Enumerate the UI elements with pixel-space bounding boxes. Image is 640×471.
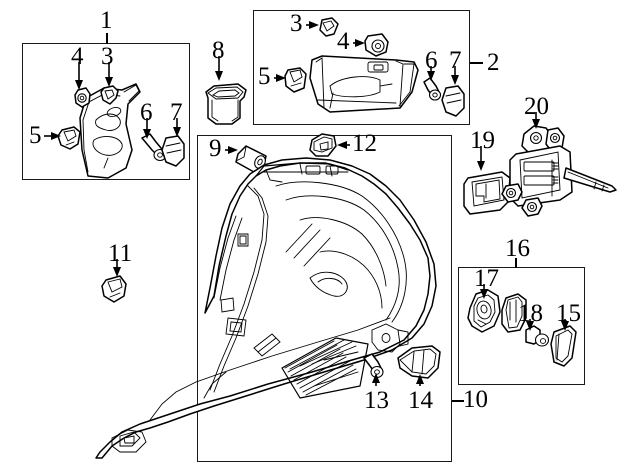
group-box-2: [253, 10, 470, 125]
callout-label-6-box1: 6: [140, 99, 153, 126]
callout-label-7-box1: 7: [170, 99, 183, 126]
callout-label-3-box2: 3: [290, 10, 303, 37]
callout-label-5-box2: 5: [258, 63, 271, 90]
callout-label-20: 20: [524, 93, 549, 120]
part-20-retractor: [502, 126, 616, 216]
callout-label-14: 14: [408, 387, 433, 414]
callout-label-2: 2: [487, 49, 500, 76]
leader-group-16: [515, 258, 517, 268]
callout-label-10: 10: [463, 386, 488, 413]
callout-label-7-box2: 7: [449, 47, 462, 74]
callout-label-13: 13: [364, 387, 389, 414]
callout-label-8: 8: [212, 37, 225, 64]
leader-group-1: [106, 33, 108, 44]
callout-label-4-box2: 4: [337, 28, 350, 55]
callout-label-16: 16: [505, 235, 530, 262]
group-box-16: [458, 267, 585, 385]
part-8-cup-holder: [206, 84, 246, 124]
callout-label-4-box1: 4: [71, 43, 84, 70]
callout-label-15: 15: [556, 300, 581, 327]
part-19-access-bezel: [464, 172, 510, 214]
callout-label-11: 11: [108, 240, 133, 267]
callout-label-6-box2: 6: [425, 47, 438, 74]
callout-label-1: 1: [100, 7, 113, 34]
leader-group-2: [470, 62, 483, 64]
callout-label-17: 17: [474, 265, 499, 292]
callout-label-19: 19: [470, 127, 495, 154]
callout-label-3-box1: 3: [101, 43, 114, 70]
callout-label-12: 12: [352, 130, 377, 157]
callout-label-5-box1: 5: [29, 122, 42, 149]
callout-label-9: 9: [209, 135, 222, 162]
leader-group-10: [452, 400, 464, 402]
callout-label-18: 18: [518, 300, 543, 327]
part-11-trim-clip: [102, 276, 126, 302]
